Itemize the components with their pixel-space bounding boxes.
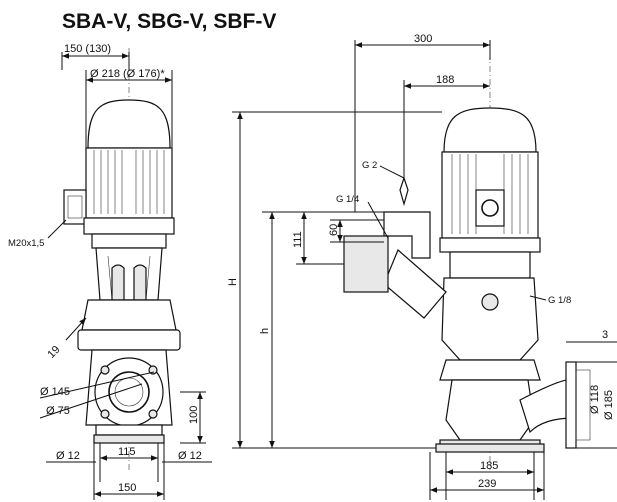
dim-d12-right: Ø 12 [178,450,202,462]
dim-60: 60 [328,224,340,236]
dim-115: 115 [118,446,136,458]
motor-body [85,147,173,219]
drawing-title: SBA-V, SBG-V, SBF-V [62,10,276,33]
motor-fan-cover-side [443,107,537,153]
label-g2: G 2 [362,160,377,171]
dim-d218: Ø 218 (Ø 176)* [90,68,165,80]
shaded-inlet [343,235,389,293]
label-g14: G 1/4 [336,194,359,205]
outlet-flange [565,361,577,449]
pump-head [81,299,177,331]
terminal-box-side [475,189,505,227]
dim-239: 239 [478,478,496,490]
base-foot [93,434,165,444]
dim-19: 19 [45,344,62,361]
dim-150-130: 150 (130) [64,43,111,55]
base-foot-side [435,443,545,453]
terminal-box [63,189,87,225]
inclined-branch [383,248,447,319]
pump-lower-body [445,379,535,441]
dim-300: 300 [414,33,432,45]
dim-d12-left: Ø 12 [56,450,80,462]
dim-185: 185 [480,460,498,472]
dim-H: H [227,278,239,286]
left-view-pump [63,48,181,470]
label-m20: M20x1,5 [8,238,44,249]
right-view-dimensions: 300 188 G 2 G 1/4 G 1/8 111 60 H h [227,33,617,500]
dim-3: 3 [602,329,608,341]
motor-fan-cover [87,99,171,149]
dim-150-bottom: 150 [118,482,136,494]
pump-volute [441,277,539,361]
dim-d118: Ø 118 [589,385,601,414]
dim-111: 111 [292,231,304,248]
motor-cooling-ribs [93,150,165,214]
inlet-connection [383,211,431,259]
lantern [95,247,163,301]
dim-h: h [259,328,271,334]
motor-flange [83,217,175,235]
dim-d145: Ø 145 [40,386,70,398]
right-view-pump [343,40,591,470]
dim-188: 188 [436,74,454,86]
dim-d185: Ø 185 [603,390,615,420]
dim-100: 100 [188,406,200,424]
label-g18: G 1/8 [548,295,571,306]
dim-d75: Ø 75 [46,405,70,417]
